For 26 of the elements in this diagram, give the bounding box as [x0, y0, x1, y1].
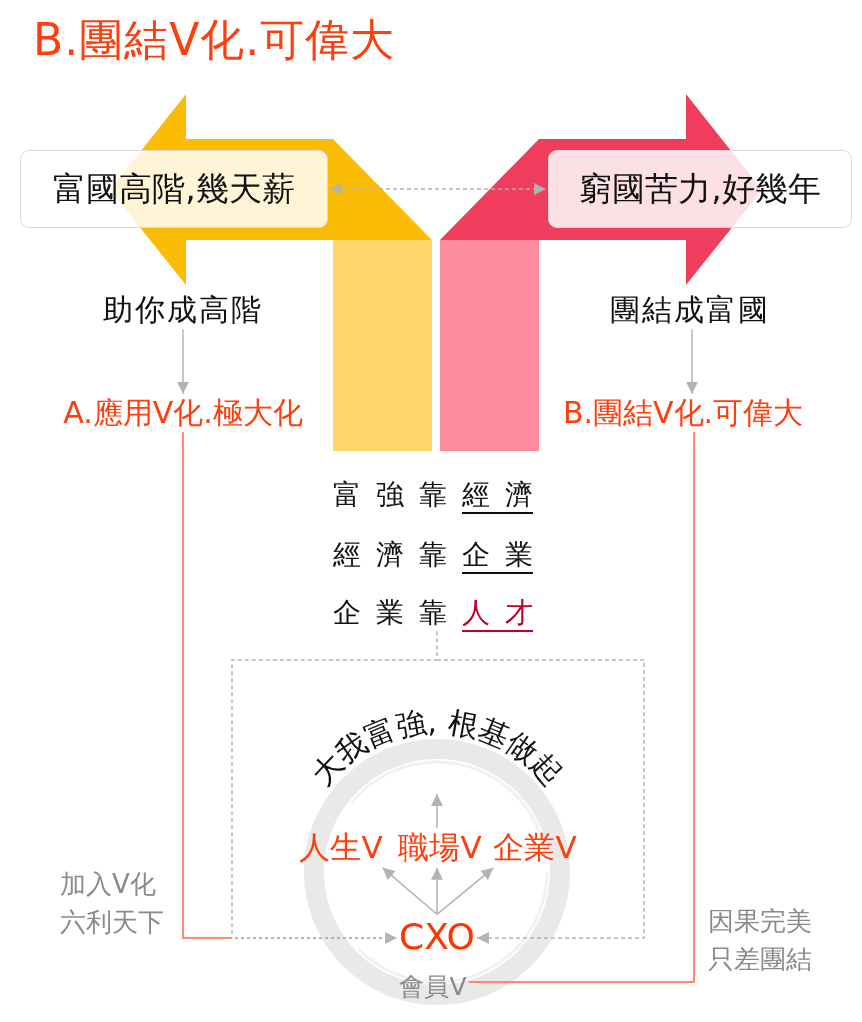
curved-text: 大我富強, 根基做起 [304, 703, 570, 793]
text-label: 富強靠 [333, 477, 462, 511]
text-box: 富國高階,幾天薪 [20, 150, 328, 228]
text-label: 助你成高階 [103, 292, 263, 328]
text-label: 會員V [399, 972, 467, 1002]
arrow [182, 431, 399, 944]
connector-line [467, 431, 695, 983]
text-label: 企業靠 [333, 595, 462, 629]
heading-text: B.團結V化.可偉大 [562, 395, 804, 431]
text-label: 經濟靠 [333, 537, 462, 571]
arrow [431, 867, 443, 916]
arrow [431, 793, 443, 829]
arrow [436, 867, 495, 916]
text-label: 人生V [299, 830, 383, 866]
arrow [381, 867, 438, 916]
arrow [686, 328, 698, 395]
text-label: CXO [399, 916, 475, 958]
text-label: 職場V [398, 830, 482, 866]
heading-text: A.應用V化.極大化 [63, 395, 303, 431]
arrow [231, 630, 645, 944]
text-label: 團結成富國 [610, 292, 770, 328]
arrow [177, 328, 189, 395]
title: B.團結V化.可偉大 [33, 14, 396, 67]
text-box: 窮國苦力,好幾年 [548, 150, 852, 228]
arrow [329, 183, 547, 195]
text-label: 企業V [493, 830, 577, 866]
